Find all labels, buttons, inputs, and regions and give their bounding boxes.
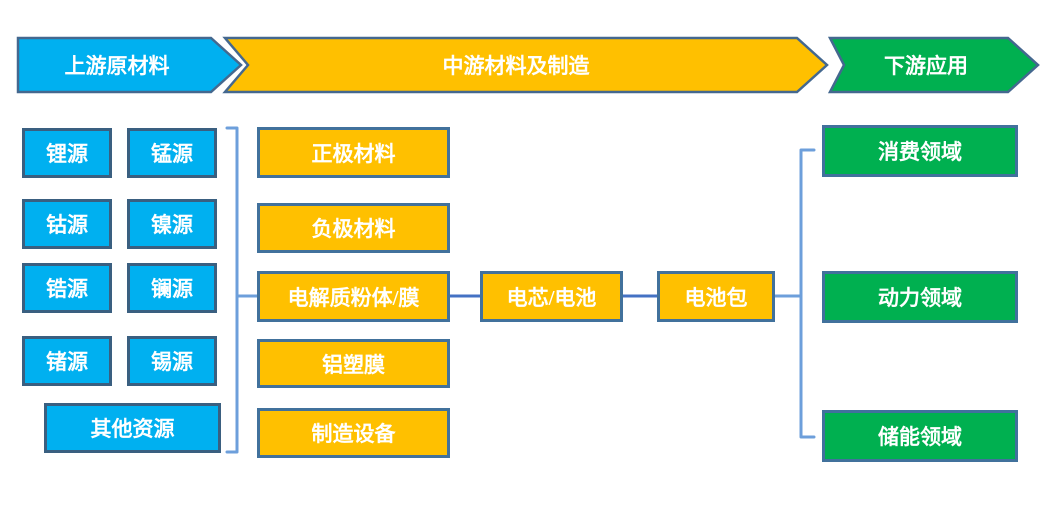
lithium-source-box: 锂源 (22, 128, 112, 178)
downstream-banner-label: 下游应用 (884, 54, 968, 78)
electrolyte-powder-film-box: 电解质粉体/膜 (257, 271, 450, 322)
cathode-material-box: 正极材料 (257, 127, 450, 178)
manganese-source-box: 锰源 (127, 128, 217, 178)
cobalt-source-box: 钴源 (22, 199, 112, 249)
battery-pack-box: 电池包 (657, 271, 775, 322)
nickel-source-box: 镍源 (127, 199, 217, 249)
upstream-banner-label: 上游原材料 (65, 54, 170, 78)
downstream-bracket (799, 148, 816, 439)
power-field-box: 动力领域 (822, 271, 1018, 323)
anode-material-box: 负极材料 (257, 203, 450, 253)
upstream-banner-shape (16, 36, 243, 94)
manufacturing-equipment-box: 制造设备 (257, 408, 450, 458)
cell-battery-box: 电芯/电池 (480, 271, 623, 322)
upstream-bracket (225, 126, 239, 454)
zirconium-source-box: 锆源 (22, 263, 112, 313)
upstream-banner: 上游原材料 (16, 36, 243, 94)
aluminum-plastic-film-box: 铝塑膜 (257, 339, 450, 388)
germanium-source-box: 锗源 (22, 336, 112, 386)
other-resources-box: 其他资源 (44, 403, 221, 453)
downstream-banner: 下游应用 (827, 36, 1040, 94)
midstream-banner-label: 中游材料及制造 (443, 54, 591, 78)
downstream-banner-shape (827, 36, 1040, 94)
midstream-banner: 中游材料及制造 (222, 36, 829, 94)
lanthanum-source-box: 镧源 (127, 263, 217, 313)
consumer-field-box: 消费领域 (822, 125, 1018, 177)
midstream-banner-shape (222, 36, 829, 94)
energy-storage-field-box: 储能领域 (822, 410, 1018, 462)
tin-source-box: 锡源 (127, 336, 217, 386)
